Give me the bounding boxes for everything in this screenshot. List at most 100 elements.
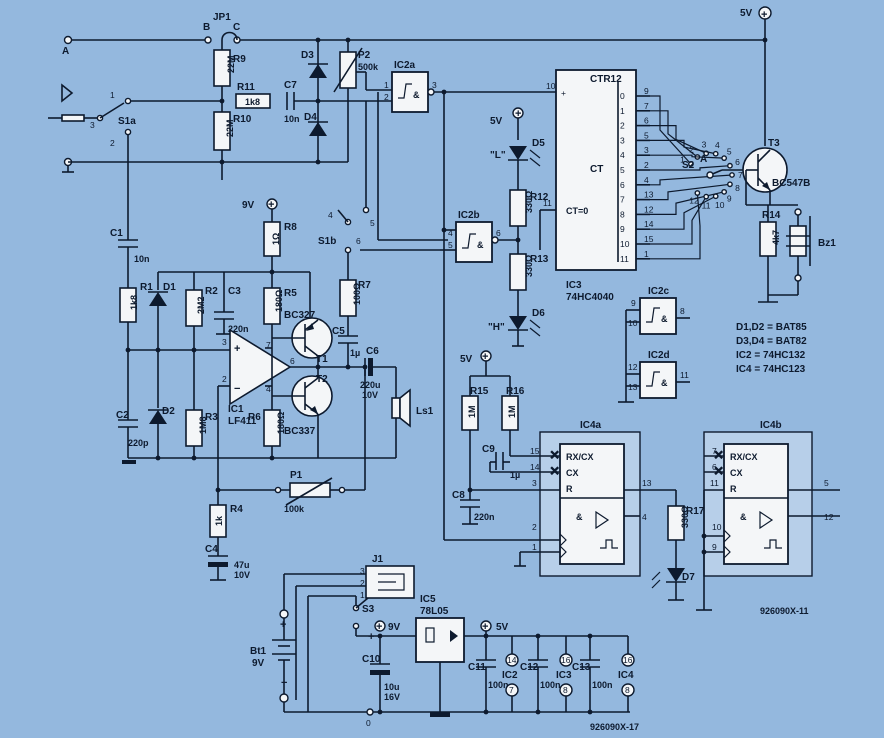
ic3-output-index: 3 xyxy=(620,135,625,145)
svg-text:+: + xyxy=(376,621,382,633)
label-ic4-supply: IC4 xyxy=(618,670,634,681)
parts-notes: D1,D2 = BAT85 D3,D4 = BAT82 IC2 = 74HC13… xyxy=(736,322,807,375)
label-c8: C8 xyxy=(452,490,465,501)
svg-text:9: 9 xyxy=(631,298,636,308)
svg-text:&: & xyxy=(740,512,747,522)
r5-value: 180Ω xyxy=(274,290,284,312)
svg-text:13: 13 xyxy=(642,478,652,488)
led-indicator-section: + 5V D5 "L" 330Ω R12 330Ω R13 D6 "H" xyxy=(488,107,549,347)
ic3-output-index: 8 xyxy=(620,209,625,219)
svg-text:+: + xyxy=(561,88,566,98)
r11-value: 1k8 xyxy=(245,97,260,107)
svg-text:2: 2 xyxy=(384,92,389,102)
label-r17: R17 xyxy=(686,506,705,517)
r16-value: 1M xyxy=(507,405,517,418)
svg-text:5: 5 xyxy=(824,478,829,488)
svg-text:&: & xyxy=(413,90,420,100)
label-ct: CT xyxy=(590,164,603,175)
c8-value: 220n xyxy=(474,512,495,522)
label-ctr12: CTR12 xyxy=(590,74,622,85)
jp1-pin-b xyxy=(204,36,212,44)
d6-led xyxy=(509,316,527,330)
s2-contact-label: 8 xyxy=(735,183,740,193)
svg-text:6: 6 xyxy=(356,236,361,246)
svg-text:3: 3 xyxy=(532,478,537,488)
svg-text:4: 4 xyxy=(266,384,271,394)
label-ic2-supply: IC2 xyxy=(502,670,518,681)
s2-contact xyxy=(729,172,735,178)
label-r8: R8 xyxy=(284,222,297,233)
r2-value: 2M2 xyxy=(196,296,206,314)
r13-value: 330Ω xyxy=(524,255,534,277)
p2-value: 500k xyxy=(358,62,379,72)
c4-value: 47u xyxy=(234,560,250,570)
ic5-regulator xyxy=(415,617,465,663)
s2-contact xyxy=(712,150,719,157)
ic4b xyxy=(723,443,789,565)
s2-contact-label: 12 xyxy=(689,195,699,205)
d4 xyxy=(309,122,327,136)
label-ic3-part: 74HC4040 xyxy=(566,292,614,303)
label-5v-b: 5V xyxy=(460,354,473,365)
label-r4: R4 xyxy=(230,504,243,515)
bt1-value: 9V xyxy=(252,658,265,669)
ic3-output-index: 4 xyxy=(620,150,625,160)
c10-voltage: 16V xyxy=(384,692,400,702)
svg-text:+: + xyxy=(234,343,240,355)
monostable-section: + 5V 1M R15 1M R16 C9 1µ C8 220n xyxy=(444,350,840,616)
label-ic2a: IC2a xyxy=(394,60,416,71)
label-c4: C4 xyxy=(205,544,218,555)
svg-text:+: + xyxy=(515,108,521,120)
label-ic5-part: 78L05 xyxy=(420,606,449,617)
label-ls1: Ls1 xyxy=(416,406,434,417)
label-r15: R15 xyxy=(470,386,489,397)
ic3-output-index: 7 xyxy=(620,195,625,205)
ic3-output-index: 11 xyxy=(620,254,629,264)
r3-value: 1M8 xyxy=(198,416,208,434)
c1-value: 10n xyxy=(134,254,150,264)
label-ic1: IC1 xyxy=(228,404,244,415)
label-ic2c: IC2c xyxy=(648,286,670,297)
d5-led xyxy=(509,146,527,160)
svg-text:2: 2 xyxy=(110,138,115,148)
label-c9: C9 xyxy=(482,444,495,455)
svg-text:7: 7 xyxy=(266,340,271,350)
terminal-a xyxy=(63,35,73,45)
label-r6: R6 xyxy=(248,412,261,423)
pin-16-ic4: 16 xyxy=(623,655,633,665)
r10-value: 22M xyxy=(225,119,235,137)
s2-contact xyxy=(703,193,710,200)
label-c7: C7 xyxy=(284,80,297,91)
ic2c-ic2d-gates: IC2c & 9 10 8 IC2d & 12 13 11 xyxy=(618,286,690,403)
label-c13: C13 xyxy=(572,662,591,673)
label-p1: P1 xyxy=(290,470,303,481)
ic4b-cx: CX xyxy=(730,468,743,478)
svg-text:6: 6 xyxy=(290,356,295,366)
label-a: A xyxy=(62,46,69,57)
s2-contact-label: 10 xyxy=(715,200,725,210)
s2-contact-label: 1 xyxy=(680,155,685,165)
svg-text:5: 5 xyxy=(448,240,453,250)
label-d6: D6 xyxy=(532,308,545,319)
label-c11: C11 xyxy=(468,662,486,673)
ic3-output-index: 0 xyxy=(620,91,625,101)
svg-text:1: 1 xyxy=(110,90,115,100)
ic3-output-index: 6 xyxy=(620,180,625,190)
label-r3: R3 xyxy=(205,412,218,423)
svg-text:4: 4 xyxy=(448,228,453,238)
ic1-opamp xyxy=(229,328,292,406)
svg-text:4: 4 xyxy=(642,512,647,522)
d1 xyxy=(149,292,167,306)
svg-text:−: − xyxy=(234,383,240,395)
d3 xyxy=(309,64,327,78)
svg-text:0: 0 xyxy=(366,718,371,728)
svg-text:12: 12 xyxy=(628,362,638,372)
label-c3: C3 xyxy=(228,286,241,297)
svg-text:3: 3 xyxy=(222,337,227,347)
ic3-pin-number: 14 xyxy=(644,219,654,229)
label-r7: R7 xyxy=(358,280,371,291)
label-r14: R14 xyxy=(762,210,781,221)
